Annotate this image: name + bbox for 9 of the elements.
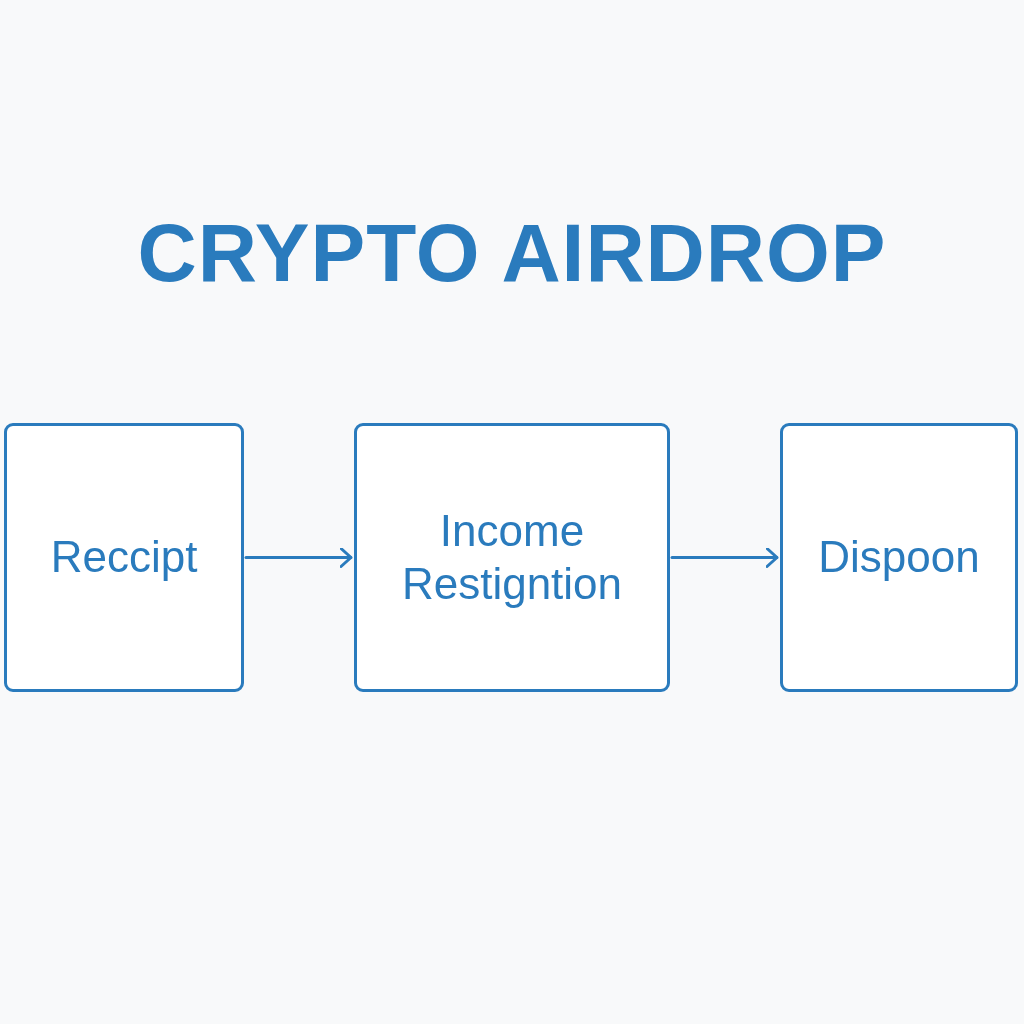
box-label: Reccipt	[50, 531, 198, 584]
arrow	[244, 547, 353, 568]
diagram-title: CRYPTO AIRDROP	[136, 212, 888, 294]
arrow	[670, 547, 779, 568]
process-box	[4, 423, 244, 692]
process-box	[780, 423, 1018, 692]
process-box	[354, 423, 670, 692]
box-label: Dispoon	[818, 531, 980, 584]
box-label: Income Restigntion	[400, 504, 624, 610]
